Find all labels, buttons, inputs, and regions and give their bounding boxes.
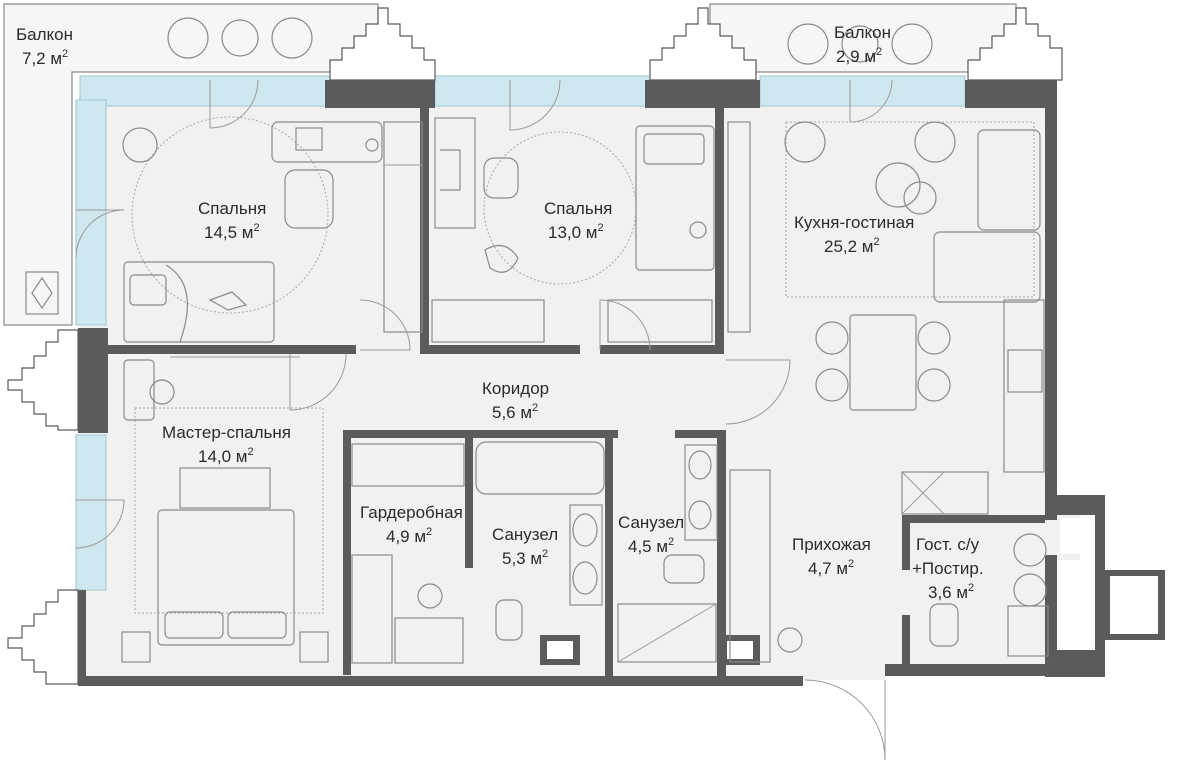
window-top-left	[79, 75, 331, 107]
hallway-fixtures	[729, 469, 1049, 663]
wardrobe-area: 4,9 м2	[386, 526, 432, 546]
bedroom-1-area: 14,5 м2	[204, 222, 260, 242]
wall-guest-left-low	[902, 615, 910, 665]
kitchen-living-name: Кухня-гостиная	[794, 213, 914, 232]
bathroom-2-name: Санузел	[618, 513, 684, 532]
guest-wc-name: Гост. с/у	[916, 535, 980, 554]
bedroom-2-furniture	[431, 117, 751, 343]
window-top-right	[759, 75, 966, 107]
wall-left-pillar	[78, 328, 108, 433]
wall-right-low	[1045, 555, 1057, 677]
bathroom-1-area: 5,3 м2	[502, 548, 548, 568]
wall-bath1-right	[605, 438, 613, 676]
bathroom-1-fixtures	[475, 441, 605, 641]
kitchen-living-area: 25,2 м2	[824, 236, 880, 256]
guest-wc-area: 3,6 м2	[928, 582, 974, 602]
balcony-areas	[3, 3, 1017, 326]
kitchen-furniture	[784, 121, 1045, 515]
wall-top-pillar-3	[965, 80, 1050, 108]
facade-columns	[7, 7, 1063, 685]
balcony-left-area: 7,2 м2	[22, 48, 68, 68]
balcony-furniture	[25, 17, 933, 315]
wall-bath1-left	[465, 438, 473, 568]
shaft-inner	[547, 518, 1158, 659]
master-bedroom-furniture	[121, 356, 329, 663]
bedroom-1-name: Спальня	[198, 199, 266, 218]
wall-guest-top	[902, 515, 1045, 523]
wall-top-pillar-2	[645, 80, 760, 108]
bedroom-2-area: 13,0 м2	[548, 222, 604, 242]
wall-bottom-left	[78, 676, 803, 686]
wall-bedroom-divider	[420, 106, 429, 354]
window-left-2	[75, 434, 107, 591]
bedroom-2-name: Спальня	[544, 199, 612, 218]
wall-corridor-left	[420, 345, 580, 354]
wall-guest-left	[902, 515, 910, 570]
guest-wc-name2: +Постир.	[912, 559, 984, 578]
balcony-left-floor	[3, 3, 379, 326]
wardrobe-furniture	[351, 443, 465, 664]
wall-top-pillar-1	[325, 80, 435, 108]
wardrobe-name: Гардеробная	[360, 503, 463, 522]
room-labels: Балкон 7,2 м2 Балкон 2,9 м2 Спальня 14,5…	[16, 23, 984, 602]
wall-wardrobe-left	[343, 430, 351, 675]
bathroom-2-fixtures	[617, 444, 718, 663]
hallway-name: Прихожая	[792, 535, 871, 554]
bathroom-2-area: 4,5 м2	[628, 536, 674, 556]
bathroom-1-name: Санузел	[492, 525, 558, 544]
doors	[75, 79, 893, 761]
balcony-right-name: Балкон	[834, 23, 891, 42]
corridor-area: 5,6 м2	[492, 402, 538, 422]
window-left-1	[75, 99, 107, 326]
corridor-name: Коридор	[482, 379, 549, 398]
wall-bottom-right	[885, 664, 1055, 676]
wall-wardrobe-top	[343, 430, 618, 438]
wall-master-top	[108, 345, 356, 354]
window-top-mid	[434, 75, 651, 107]
hallway-area: 4,7 м2	[808, 558, 854, 578]
bedroom-1-furniture	[122, 116, 423, 343]
wall-bath2-right	[717, 430, 726, 676]
wall-right	[1045, 80, 1057, 520]
wall-left-bottom	[78, 590, 86, 685]
windows	[75, 75, 966, 591]
wall-bedroom2-right	[715, 106, 724, 354]
apartment-floor	[80, 80, 1080, 680]
balcony-right-area: 2,9 м2	[836, 46, 882, 66]
balcony-left-name: Балкон	[16, 25, 73, 44]
master-bedroom-area: 14,0 м2	[198, 446, 254, 466]
wall-corridor-right	[600, 345, 724, 354]
wall-bath2-top	[675, 430, 720, 438]
master-bedroom-name: Мастер-спальня	[162, 423, 291, 442]
